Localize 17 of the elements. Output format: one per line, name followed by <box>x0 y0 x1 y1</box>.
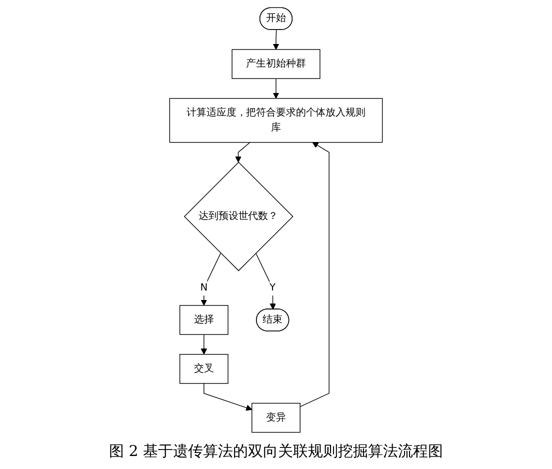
arrow <box>200 334 208 355</box>
figure-caption: 图 2 基于遗传算法的双向关联规则挖掘算法流程图 <box>108 441 444 462</box>
node-box: 变异 <box>252 402 300 433</box>
node-diamond: 达到预设世代数？ <box>184 162 294 272</box>
arrow <box>300 142 330 408</box>
edge-label: N <box>200 282 208 294</box>
arrow <box>235 142 250 162</box>
arrow <box>200 252 222 306</box>
node-box: 计算适应度，把符合要求的个体放入规则库 <box>169 98 383 143</box>
arrow <box>272 30 280 50</box>
arrow <box>255 252 276 310</box>
edge-label: Y <box>270 282 276 294</box>
node-box: 产生初始种群 <box>232 49 320 79</box>
arrow <box>272 78 280 99</box>
node-box: 交叉 <box>179 354 228 384</box>
arrow <box>204 383 252 411</box>
node-box: 选择 <box>179 305 228 335</box>
